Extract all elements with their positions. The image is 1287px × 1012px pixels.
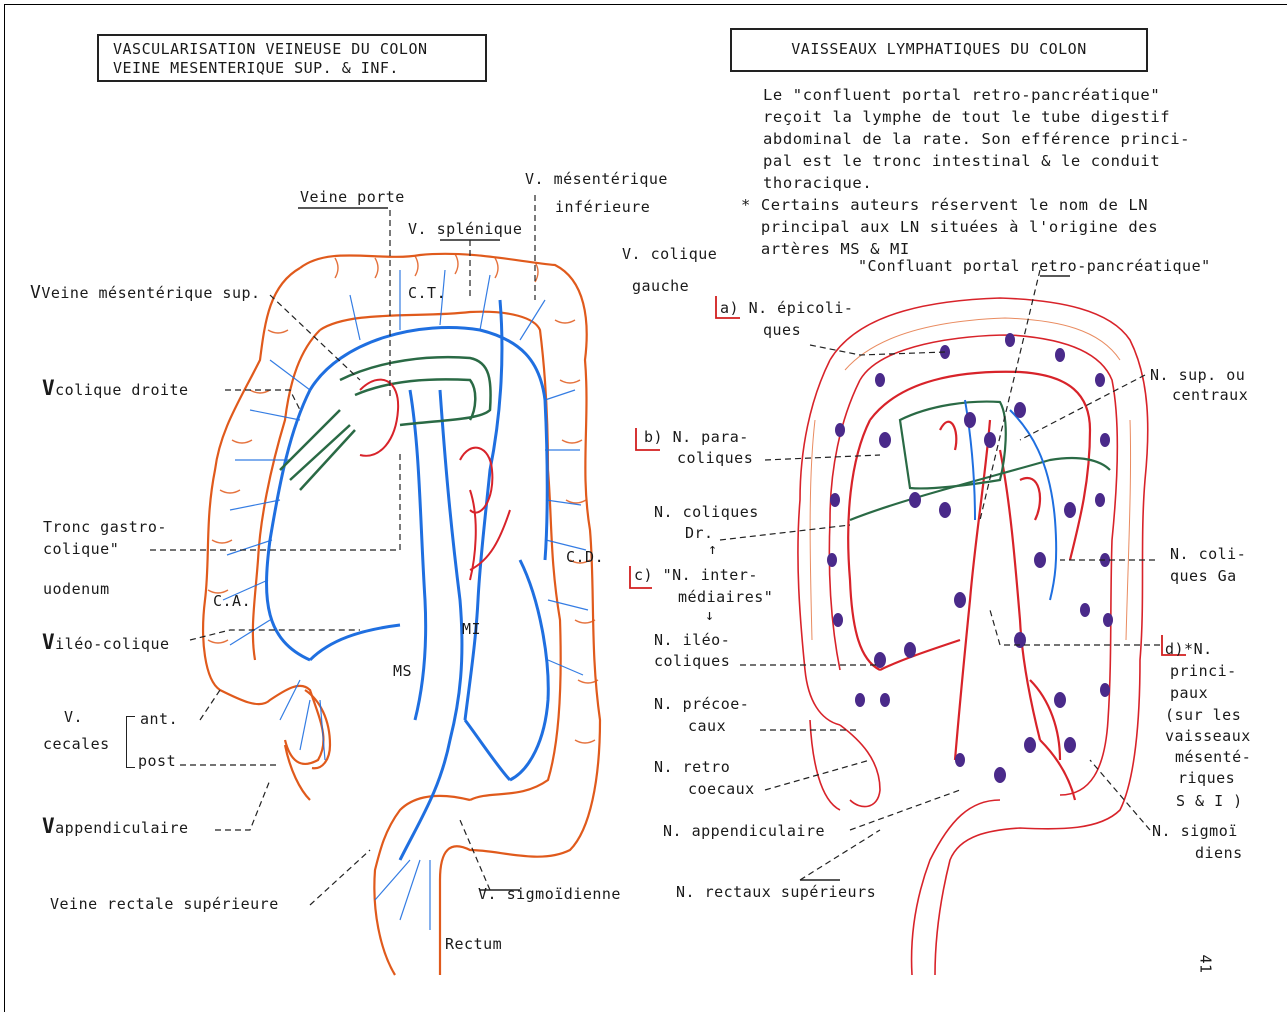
label-n-rect: N. rectaux supérieurs	[676, 883, 876, 901]
label-n-ileo1: N. iléo-	[654, 631, 730, 649]
label-n-col-ga2: ques Ga	[1170, 567, 1237, 585]
page-number: 41	[1197, 954, 1215, 973]
para-line: abdominal de la rate. Son efférence prin…	[763, 128, 1190, 150]
label-ca: C.A.	[213, 592, 251, 610]
big-v-letter: V	[42, 376, 55, 400]
label-n-sigm2: diens	[1195, 844, 1243, 862]
label-rectum: Rectum	[445, 935, 502, 953]
label-c2: médiaires"	[678, 588, 773, 606]
label-v-mes-inf-1: V. mésentérique	[525, 170, 668, 188]
right-title-box: VAISSEAUX LYMPHATIQUES DU COLON	[730, 28, 1148, 72]
left-title-brackets	[298, 208, 520, 890]
label-ant: ant.	[140, 710, 178, 728]
label-arrow-down: ↓	[705, 606, 715, 624]
label-v-appendiculaire-text: appendiculaire	[55, 819, 188, 837]
label-v-colique-g1: V. colique	[622, 245, 717, 263]
label-n-preco1: N. précoe-	[654, 695, 749, 713]
note-line: * Certains auteurs réservent le nom de L…	[741, 194, 1158, 216]
right-title-brackets	[800, 276, 1070, 880]
label-d1: d)*N.	[1165, 640, 1213, 658]
label-v-mes-inf-2: inférieure	[555, 198, 650, 216]
right-colon-outline	[798, 298, 1148, 975]
label-d5: vaisseaux	[1165, 727, 1251, 745]
label-n-sigm1: N. sigmoï	[1152, 822, 1238, 840]
label-a2: ques	[763, 321, 801, 339]
label-n-ileo2: coliques	[654, 652, 730, 670]
left-gastrocolic	[280, 357, 491, 490]
label-veine-mes-sup: VVeine mésentérique sup.	[30, 282, 261, 304]
note-line: principal aux LN situées à l'origine des	[741, 216, 1158, 238]
big-v-letter: V	[42, 814, 55, 838]
label-v-cec-1: V.	[64, 708, 83, 726]
para-line: reçoit la lymphe de tout le tube digesti…	[763, 106, 1190, 128]
label-v-colique-g2: gauche	[632, 277, 689, 295]
label-veine-mes-sup-text: Veine mésentérique sup.	[41, 284, 260, 302]
label-n-retro1: N. retro	[654, 758, 730, 776]
left-title-box: VASCULARISATION VEINEUSE DU COLON VEINE …	[97, 34, 487, 82]
label-v-cec-2: cecales	[43, 735, 110, 753]
label-tronc-1: Tronc gastro-	[43, 518, 167, 536]
label-b2: coliques	[677, 449, 753, 467]
cecal-brace	[126, 716, 135, 768]
label-d8: S & I )	[1176, 792, 1243, 810]
label-d7: riques	[1178, 769, 1235, 787]
label-v-splenique: V. splénique	[408, 220, 522, 238]
label-ct: C.T.	[408, 284, 446, 302]
right-title: VAISSEAUX LYMPHATIQUES DU COLON	[791, 40, 1086, 58]
label-n-sup2: centraux	[1172, 386, 1248, 404]
label-d3: paux	[1170, 684, 1208, 702]
label-cd: C.D.	[566, 548, 604, 566]
para-line: pal est le tronc intestinal & le conduit	[763, 150, 1190, 172]
label-post: post	[138, 752, 176, 770]
label-v-colique-droite-text: colique droite	[55, 381, 188, 399]
label-n-col-ga1: N. coli-	[1170, 545, 1246, 563]
label-n-preco2: caux	[688, 717, 726, 735]
label-n-sup1: N. sup. ou	[1150, 366, 1245, 384]
label-b1: b) N. para-	[644, 428, 749, 446]
label-veine-porte: Veine porte	[300, 188, 405, 206]
left-veins	[267, 300, 549, 860]
big-v-letter: V	[42, 630, 55, 654]
right-blue-vein	[965, 400, 1056, 600]
label-arrow-up: ↑	[708, 540, 718, 558]
label-n-append: N. appendiculaire	[663, 822, 825, 840]
label-tronc-2: colique"	[43, 540, 119, 558]
left-title-line2: VEINE MESENTERIQUE SUP. & INF.	[113, 59, 471, 78]
label-v-appendiculaire: Vappendiculaire	[42, 814, 189, 839]
label-v-colique-droite: Vcolique droite	[42, 376, 189, 401]
label-ms: MS	[393, 662, 412, 680]
para-line: thoracique.	[763, 172, 1190, 194]
left-vein-twigs	[223, 270, 588, 930]
label-duodenum: uodenum	[43, 580, 110, 598]
label-a1: a) N. épicoli-	[720, 299, 853, 317]
label-d4: (sur les	[1165, 706, 1241, 724]
right-paragraph: Le "confluent portal retro-pancréatique"…	[763, 84, 1190, 194]
label-c1: c) "N. inter-	[634, 566, 758, 584]
right-leaders	[720, 270, 1160, 880]
label-n-col-dr1: N. coliques	[654, 503, 759, 521]
label-d2: princi-	[1170, 662, 1237, 680]
left-title-line1: VASCULARISATION VEINEUSE DU COLON	[113, 40, 471, 59]
label-confluent: "Confluant portal retro-pancréatique"	[858, 257, 1211, 275]
big-v-letter: V	[30, 282, 41, 303]
label-v-ileo-text: iléo-colique	[55, 635, 169, 653]
label-v-sigmoidienne: V. sigmoïdienne	[478, 885, 621, 903]
label-v-ileo: Viléo-colique	[42, 630, 170, 655]
right-note: * Certains auteurs réservent le nom de L…	[741, 194, 1158, 260]
label-d6: mésenté-	[1175, 748, 1251, 766]
label-mi: MI	[462, 620, 481, 638]
label-v-rectale: Veine rectale supérieure	[50, 895, 279, 913]
para-line: Le "confluent portal retro-pancréatique"	[763, 84, 1190, 106]
label-n-retro2: coecaux	[688, 780, 755, 798]
